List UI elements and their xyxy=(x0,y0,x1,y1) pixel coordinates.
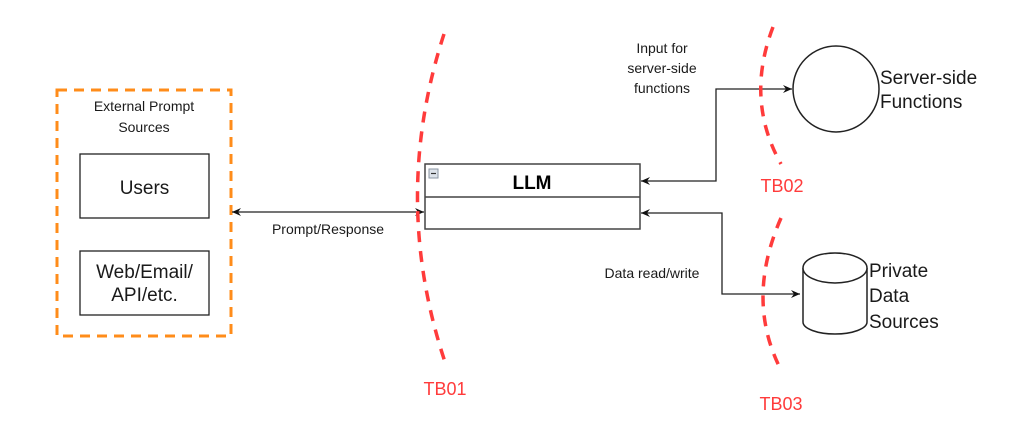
server-input-edge[interactable] xyxy=(641,85,792,185)
minus-box-icon[interactable] xyxy=(428,168,439,179)
users-box[interactable]: Users xyxy=(79,153,210,219)
trust-boundary-tb03[interactable] xyxy=(761,217,783,371)
server-functions-label-line1: Server-side xyxy=(880,68,977,89)
web-label-line1: Web/Email/ xyxy=(96,262,194,283)
data-read-write-edge[interactable] xyxy=(641,209,800,298)
tb03-label: TB03 xyxy=(759,394,802,414)
web-email-api-box[interactable]: Web/Email/ API/etc. xyxy=(79,250,210,316)
tb01-label: TB01 xyxy=(423,379,466,399)
private-data-label-line2: Data xyxy=(869,286,910,307)
prompt-response-label: Prompt/Response xyxy=(272,221,384,237)
users-label: Users xyxy=(120,178,170,199)
server-side-functions-node[interactable]: Server-side Functions xyxy=(792,45,977,133)
private-data-label-line3: Sources xyxy=(869,312,939,333)
external-prompt-sources-group[interactable]: External Prompt Sources xyxy=(55,88,233,338)
private-data-sources-node[interactable]: Private Data Sources xyxy=(802,252,939,335)
llm-title: LLM xyxy=(512,173,551,194)
server-input-label-line1: Input for xyxy=(636,40,688,56)
group-title-line2: Sources xyxy=(118,119,169,135)
group-title-line1: External Prompt xyxy=(94,98,194,114)
trust-boundary-tb01[interactable] xyxy=(415,33,448,366)
tb02-label: TB02 xyxy=(760,176,803,196)
server-functions-label-line2: Functions xyxy=(880,92,962,113)
llm-block[interactable]: LLM xyxy=(424,163,641,230)
server-input-label-line2: server-side xyxy=(627,60,696,76)
trust-boundary-tb02[interactable] xyxy=(759,26,783,165)
server-input-label-line3: functions xyxy=(634,80,690,96)
web-label-line2: API/etc. xyxy=(111,285,178,306)
data-read-write-label: Data read/write xyxy=(605,265,700,281)
private-data-label-line1: Private xyxy=(869,261,928,282)
